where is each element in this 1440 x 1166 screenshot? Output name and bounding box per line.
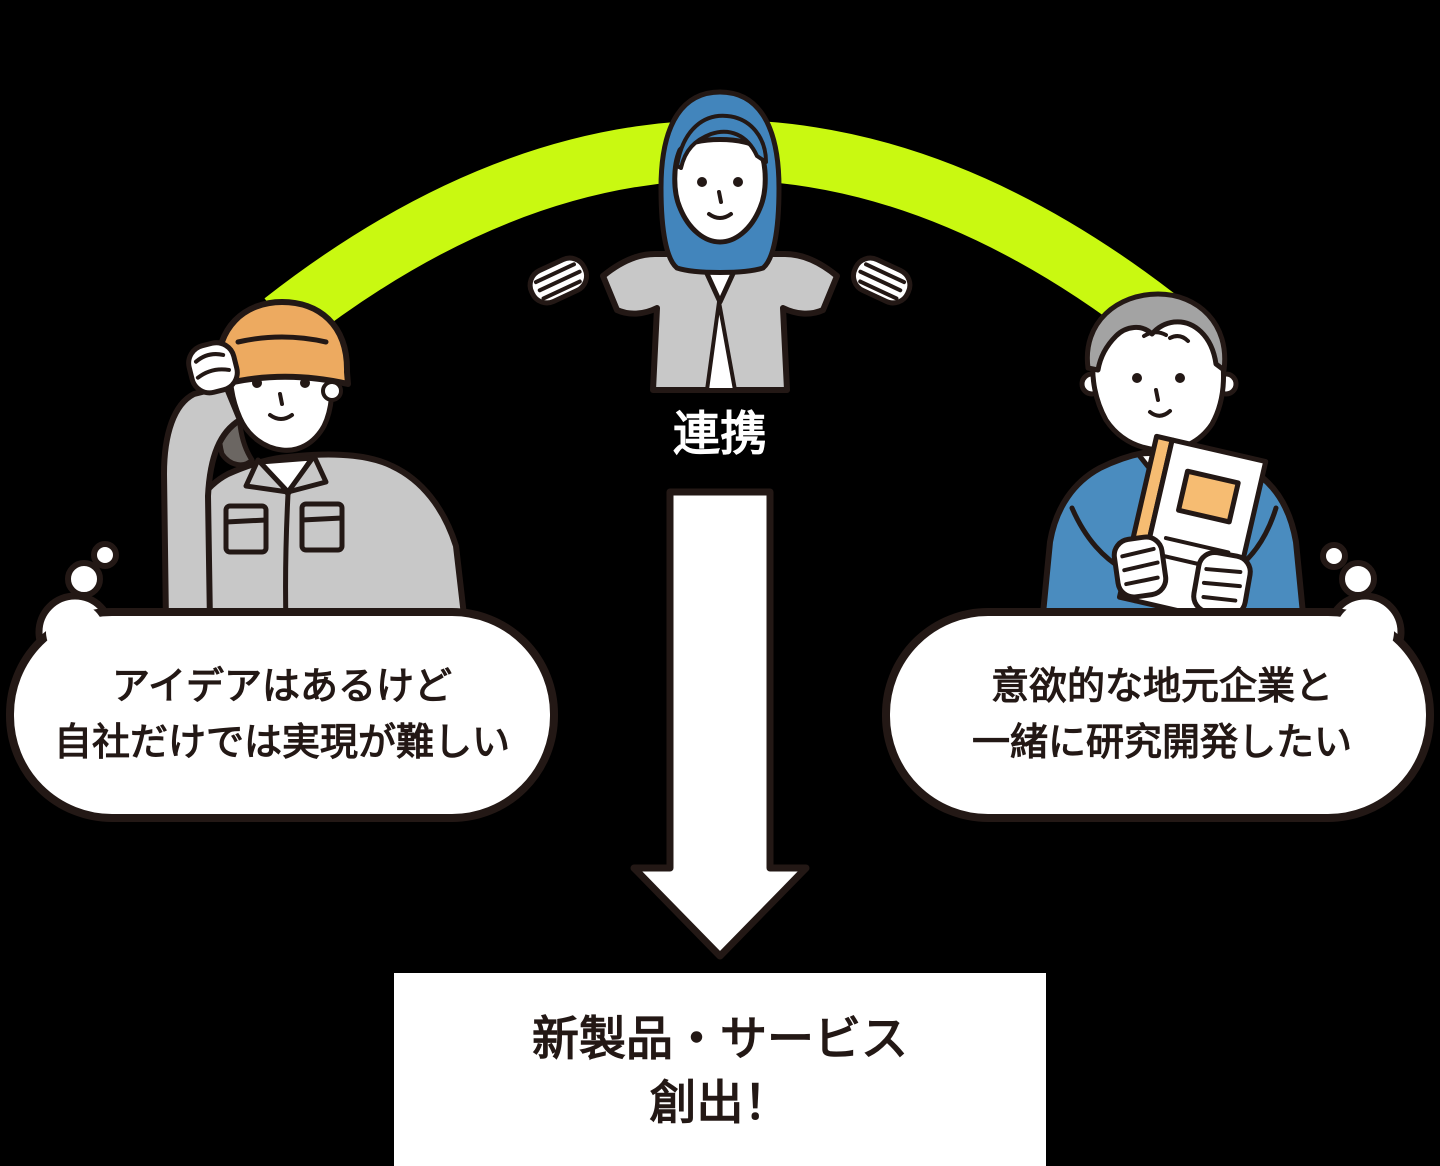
gray-hair [1084, 291, 1228, 373]
right-bubble-line2: 一緒に研究開発したい [971, 722, 1352, 764]
right-speech-bubble: 意欲的な地元企業と 一緒に研究開発したい [880, 588, 1440, 828]
open-hand-right [850, 255, 913, 306]
speech-bubble-dot [1320, 542, 1348, 570]
result-box: 新製品・サービス 創出！ [394, 973, 1046, 1166]
hard-hat [214, 299, 351, 389]
left-bubble-line1: アイデアはあるけど [111, 666, 453, 708]
fist [186, 340, 240, 396]
speech-bubble-dot [91, 541, 119, 569]
speech-bubble-dot [1339, 560, 1377, 598]
researcher-figure [1028, 291, 1318, 627]
left-speech-bubble: アイデアはあるけど 自社だけでは実現が難しい [0, 588, 560, 828]
coordinator-figure [495, 58, 945, 393]
factory-worker-figure [160, 294, 490, 627]
open-hand-left [527, 255, 590, 306]
left-bubble-line2: 自社だけでは実現が難しい [53, 722, 510, 764]
holding-hand-left [1111, 534, 1169, 600]
result-line1: 新製品・サービス [532, 1012, 908, 1065]
result-line2: 創出！ [649, 1076, 791, 1129]
right-bubble-line1: 意欲的な地元企業と [990, 666, 1333, 708]
link-label: 連携 [673, 407, 767, 460]
